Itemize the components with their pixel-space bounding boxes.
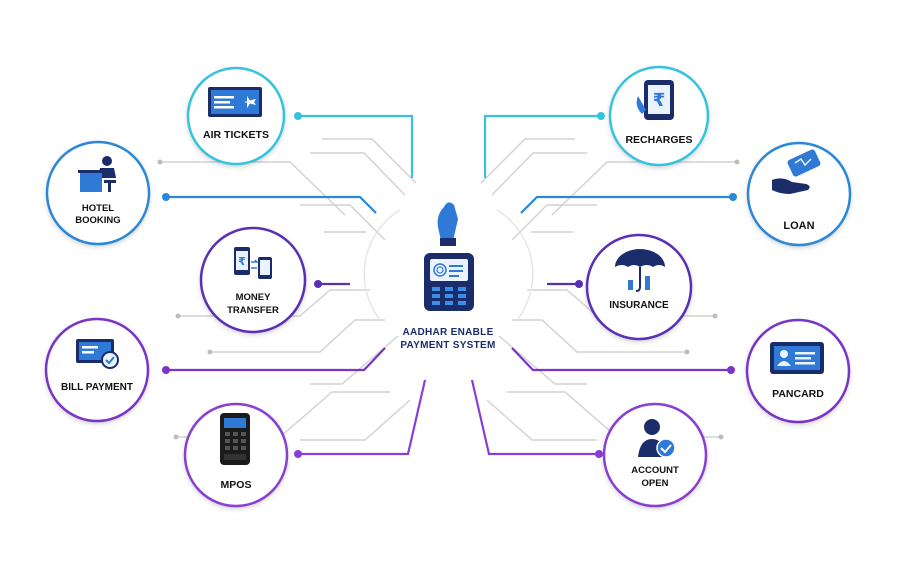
node-bill-payment[interactable]: BILL PAYMENT	[46, 319, 148, 421]
node-account-open[interactable]: ACCOUNT OPEN	[604, 404, 706, 506]
ticket-icon	[208, 87, 262, 117]
card-machine-icon	[220, 413, 250, 465]
node-loan-label-0: LOAN	[783, 220, 814, 232]
node-money-transfer-label-1: TRANSFER	[227, 305, 279, 316]
svg-text:₹: ₹	[238, 255, 246, 268]
node-money-transfer[interactable]: ₹ MONEY TRANSFER	[201, 228, 305, 332]
center-hub: AADHAR ENABLE PAYMENT SYSTEM	[364, 202, 533, 351]
node-air-tickets[interactable]: AIR TICKETS	[188, 68, 284, 164]
node-insurance[interactable]: INSURANCE	[587, 235, 691, 339]
node-recharges-label-0: RECHARGES	[625, 134, 692, 146]
node-recharges[interactable]: ₹ RECHARGES	[610, 67, 708, 165]
node-pancard-label-0: PANCARD	[772, 388, 824, 400]
node-bill-payment-label-0: BILL PAYMENT	[61, 382, 133, 393]
svg-text:₹: ₹	[653, 90, 666, 111]
node-pancard[interactable]: PANCARD	[747, 320, 849, 422]
node-loan[interactable]: LOAN	[748, 143, 850, 245]
center-title-line1: AADHAR ENABLE	[402, 327, 493, 338]
node-account-open-label-1: OPEN	[642, 478, 669, 489]
node-mpos[interactable]: MPOS	[185, 404, 287, 506]
node-money-transfer-label-0: MONEY	[236, 292, 272, 303]
fingerprint-pos-terminal-icon	[424, 202, 474, 311]
node-mpos-label-0: MPOS	[221, 479, 252, 491]
center-title-line2: PAYMENT SYSTEM	[400, 340, 495, 351]
node-account-open-label-0: ACCOUNT	[631, 465, 679, 476]
node-air-tickets-label-0: AIR TICKETS	[203, 129, 269, 141]
id-card-icon	[770, 342, 824, 374]
node-hotel-booking-label-1: BOOKING	[75, 215, 120, 226]
node-hotel-booking-label-0: HOTEL	[82, 203, 114, 214]
node-insurance-label-0: INSURANCE	[609, 300, 669, 311]
node-hotel-booking[interactable]: HOTEL BOOKING	[47, 142, 149, 244]
